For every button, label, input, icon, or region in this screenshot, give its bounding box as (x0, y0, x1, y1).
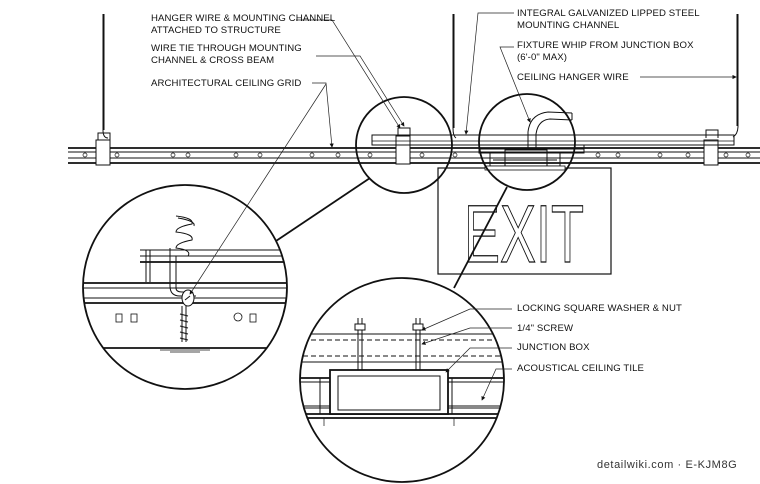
label-fixture-whip-2: (6'-0" MAX) (517, 52, 567, 63)
wire-tie-enlarged-detail (82, 184, 288, 390)
fixture-whip (527, 111, 573, 150)
label-ceiling-grid: ARCHITECTURAL CEILING GRID (151, 78, 301, 89)
label-lipped-channel-2: MOUNTING CHANNEL (517, 20, 620, 31)
architectural-ceiling-grid (68, 127, 760, 166)
ceiling-hanger-wires (102, 14, 739, 139)
lipped-steel-mounting-channel (371, 134, 735, 154)
label-washer-nut: LOCKING SQUARE WASHER & NUT (517, 303, 682, 314)
label-fixture-whip-1: FIXTURE WHIP FROM JUNCTION BOX (517, 40, 694, 51)
label-wire-tie-1: WIRE TIE THROUGH MOUNTING (151, 43, 302, 54)
label-ceiling-tile: ACOUSTICAL CEILING TILE (517, 363, 644, 374)
leader-lines (189, 12, 737, 401)
credit-watermark: detailwiki.com · E-KJM8G (597, 459, 737, 471)
label-junction-box: JUNCTION BOX (517, 342, 590, 353)
callout-labels: HANGER WIRE & MOUNTING CHANNEL ATTACHED … (151, 8, 700, 374)
junction-box-enlarged-detail (299, 277, 505, 483)
label-ceiling-hanger-wire: CEILING HANGER WIRE (517, 72, 629, 83)
exit-sign: EXIT (437, 165, 612, 281)
label-hanger-wire-channel-1: HANGER WIRE & MOUNTING CHANNEL (151, 13, 336, 24)
label-screw: 1/4" SCREW (517, 323, 574, 334)
label-hanger-wire-channel-2: ATTACHED TO STRUCTURE (151, 25, 281, 36)
callout-rings (269, 93, 576, 289)
exit-sign-text: EXIT (464, 189, 584, 280)
label-lipped-channel-1: INTEGRAL GALVANIZED LIPPED STEEL (517, 8, 700, 19)
label-wire-tie-2: CHANNEL & CROSS BEAM (151, 55, 274, 66)
